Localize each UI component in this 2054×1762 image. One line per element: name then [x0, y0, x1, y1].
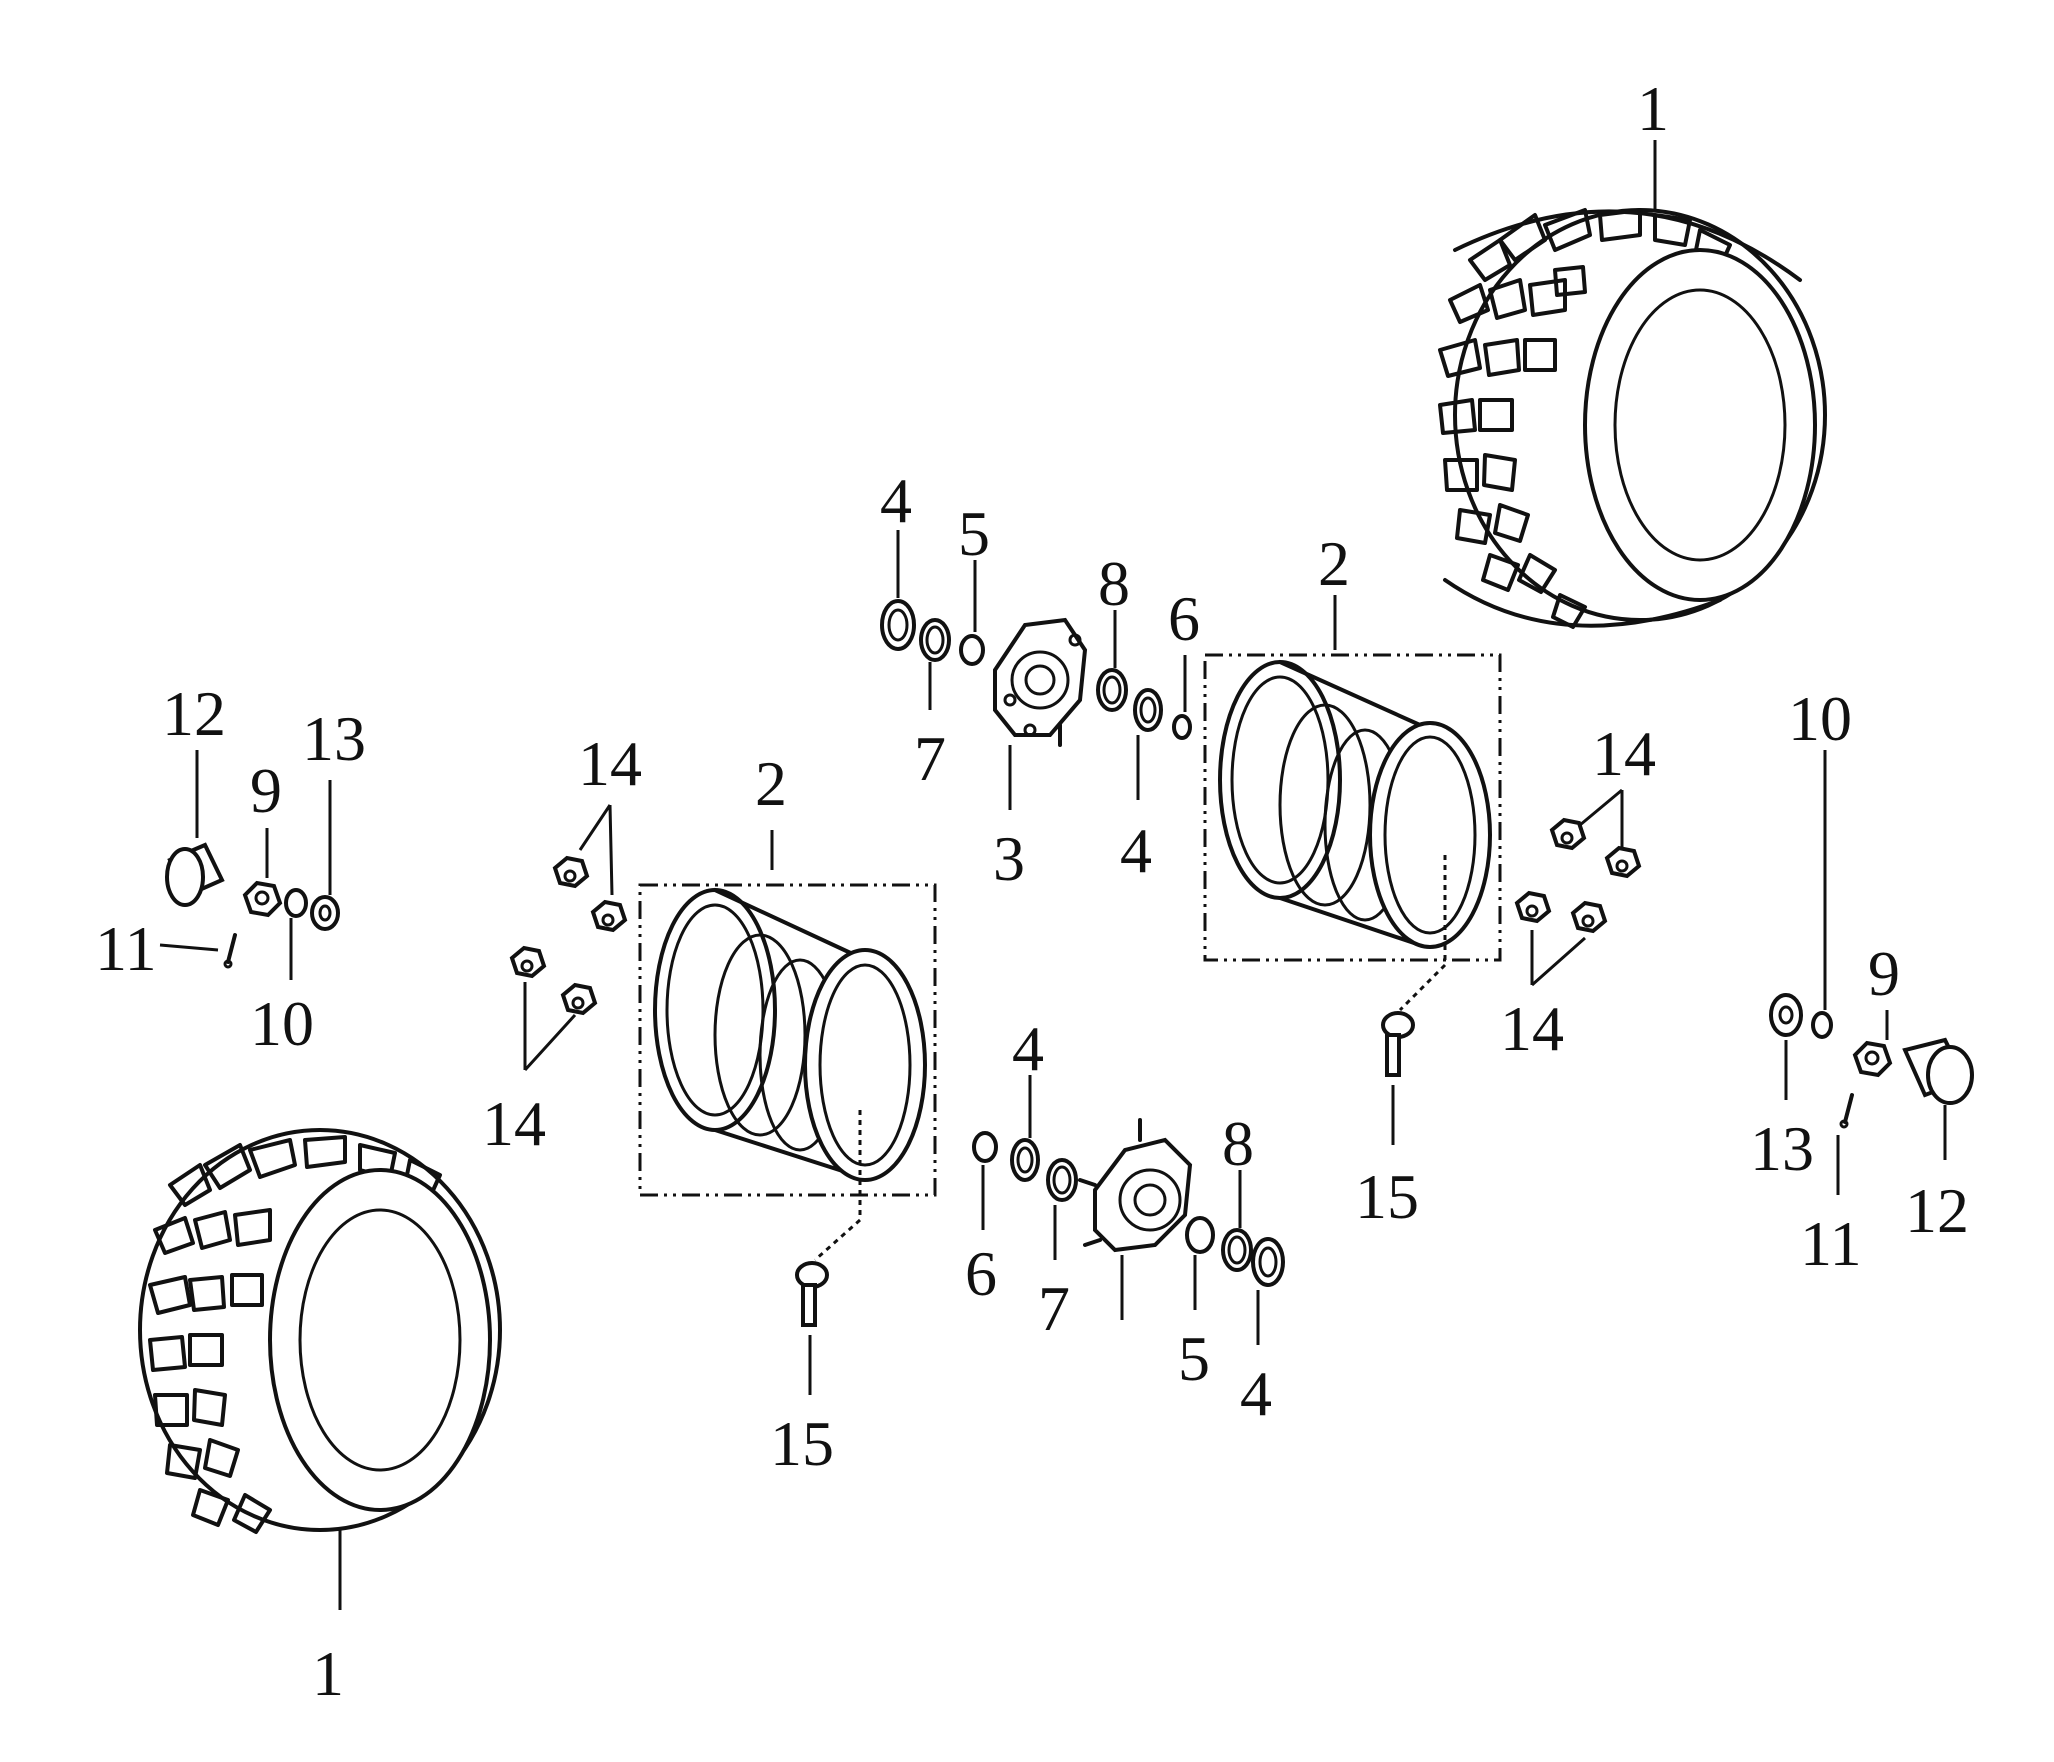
label-left-11: 11	[95, 913, 157, 984]
spacer-top-6[interactable]	[1172, 714, 1192, 740]
washer-right-10[interactable]	[1811, 1011, 1833, 1039]
washer-left-10[interactable]	[284, 888, 308, 918]
seal-bot-4b[interactable]	[1251, 1237, 1285, 1287]
bearing-top-8[interactable]	[1096, 668, 1128, 712]
lug-nuts-right-lower[interactable]	[1514, 890, 1608, 934]
lug-nuts-left-lower[interactable]	[509, 945, 598, 1016]
label-nuts-14-c: 14	[1592, 718, 1656, 789]
label-rim-right: 2	[1318, 528, 1350, 599]
label-right-11: 11	[1800, 1208, 1862, 1279]
bearing-bot-7[interactable]	[1046, 1158, 1078, 1202]
label-right-12: 12	[1905, 1175, 1969, 1246]
washer-left-13[interactable]	[310, 895, 340, 931]
lug-nuts-left-upper[interactable]	[552, 855, 628, 933]
label-right-13: 13	[1750, 1113, 1814, 1184]
label-tire-top: 1	[1637, 73, 1669, 144]
tire-top-right[interactable]	[1438, 208, 1827, 629]
label-valve-15-right: 15	[1355, 1161, 1419, 1232]
seal-top-4b[interactable]	[1133, 688, 1163, 732]
label-left-10: 10	[250, 988, 314, 1059]
pin-right-11[interactable]	[1839, 1093, 1854, 1129]
seal-bot-4a[interactable]	[1010, 1138, 1040, 1182]
label-valve-15-left: 15	[770, 1408, 834, 1479]
hub-bot-3[interactable]	[1078, 1118, 1193, 1253]
label-left-13: 13	[302, 703, 366, 774]
valve-stem-right[interactable]	[1381, 1011, 1415, 1077]
nut-left-9[interactable]	[242, 880, 283, 918]
pin-left-11[interactable]	[223, 933, 237, 969]
label-top-5: 5	[958, 498, 990, 569]
label-bot-7: 7	[1038, 1273, 1070, 1344]
label-tire-bottom: 1	[312, 1638, 344, 1709]
valve-stem-left[interactable]	[795, 1261, 829, 1327]
label-top-6: 6	[1168, 583, 1200, 654]
label-top-4b: 4	[1120, 815, 1152, 886]
label-bot-8: 8	[1222, 1108, 1254, 1179]
rim-right[interactable]	[1203, 653, 1502, 962]
bearing-bot-8[interactable]	[1221, 1228, 1253, 1272]
washer-right-13[interactable]	[1769, 993, 1803, 1037]
label-nuts-14-d: 14	[1500, 993, 1564, 1064]
label-bot-4a: 4	[1012, 1013, 1044, 1084]
rim-left[interactable]	[638, 883, 937, 1197]
label-top-7: 7	[914, 723, 946, 794]
label-hub-top: 3	[993, 823, 1025, 894]
label-nuts-14-b: 14	[482, 1088, 546, 1159]
hub-top-3[interactable]	[993, 617, 1088, 747]
cap-right-12[interactable]	[1902, 1037, 1974, 1105]
spacer-top-5[interactable]	[959, 634, 985, 666]
label-bot-4b: 4	[1240, 1358, 1272, 1429]
label-bot-6: 6	[965, 1238, 997, 1309]
seal-top-4a[interactable]	[880, 599, 916, 651]
tire-bottom-left[interactable]	[138, 1128, 502, 1534]
cap-left-12[interactable]	[165, 842, 225, 907]
label-top-8: 8	[1098, 548, 1130, 619]
label-right-10: 10	[1788, 683, 1852, 754]
label-left-12: 12	[162, 678, 226, 749]
label-bot-5: 5	[1178, 1323, 1210, 1394]
spacer-bot-5[interactable]	[1185, 1216, 1215, 1254]
label-rim-left: 2	[755, 748, 787, 819]
label-left-9: 9	[250, 755, 282, 826]
lug-nuts-right-upper[interactable]	[1549, 817, 1642, 879]
label-nuts-14-a: 14	[578, 728, 642, 799]
spacer-bot-6[interactable]	[972, 1131, 998, 1163]
nut-right-9[interactable]	[1852, 1040, 1893, 1078]
label-right-9: 9	[1868, 938, 1900, 1009]
bearing-top-7[interactable]	[919, 618, 951, 662]
label-top-4a: 4	[880, 465, 912, 536]
